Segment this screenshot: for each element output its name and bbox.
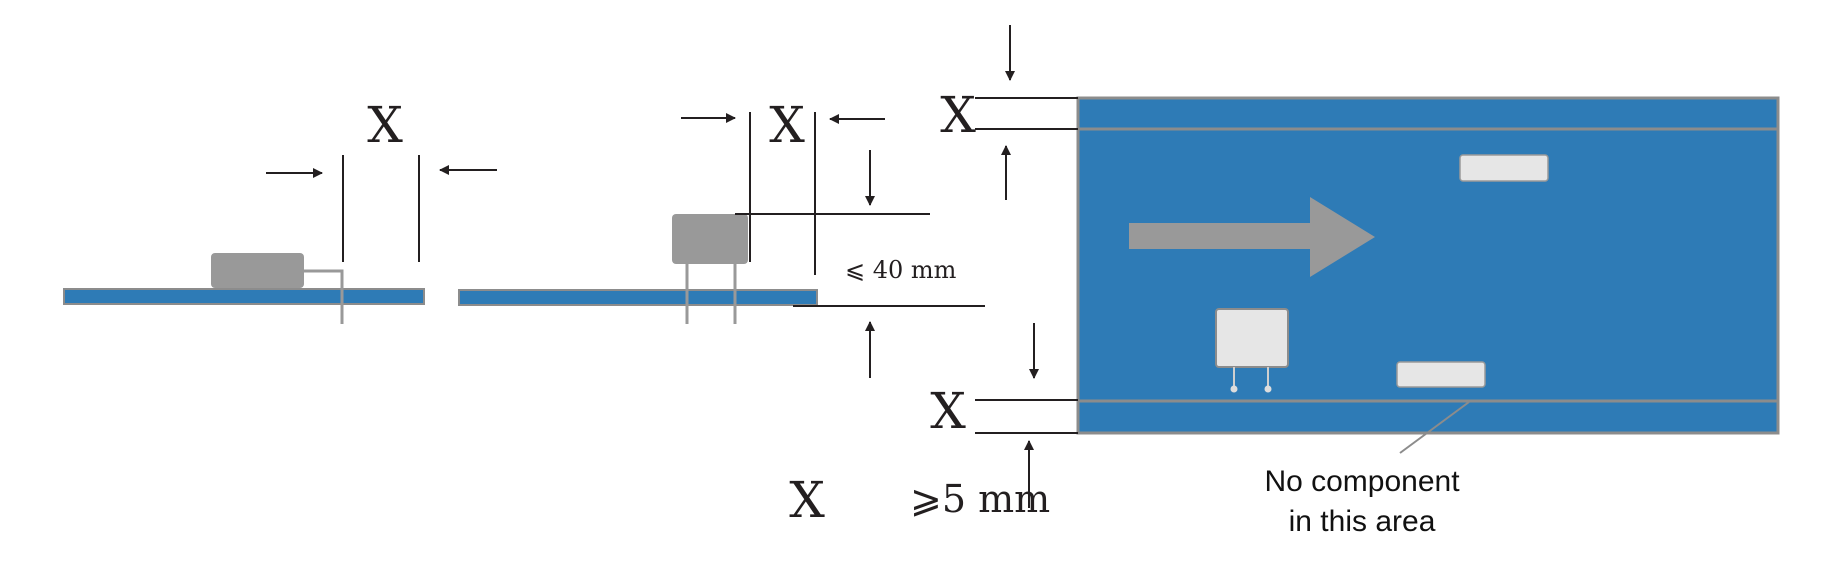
square-component-pad-1 bbox=[1230, 385, 1238, 393]
left-side-view: X bbox=[63, 96, 497, 324]
min-x-value: ⩾5 mm bbox=[910, 477, 1050, 521]
no-component-line-2: in this area bbox=[1289, 505, 1436, 538]
flow-direction-arrow bbox=[1129, 197, 1375, 277]
left-component-lead bbox=[304, 269, 344, 324]
middle-x-label: X bbox=[769, 96, 805, 154]
chip-component-bottom bbox=[1396, 361, 1486, 388]
square-component-pad-2 bbox=[1264, 385, 1272, 393]
middle-pcb-board bbox=[458, 289, 818, 306]
left-x-label: X bbox=[367, 96, 403, 154]
middle-component-body bbox=[672, 214, 748, 264]
board-top-view: No component in this area bbox=[1076, 96, 1780, 538]
left-pcb-board bbox=[63, 288, 425, 305]
max-height-label: ⩽ 40 mm bbox=[845, 256, 957, 284]
top-x-label: X bbox=[940, 86, 976, 144]
middle-side-view: X ⩽ 40 mm bbox=[458, 96, 985, 378]
chip-component-top bbox=[1459, 154, 1549, 182]
callout-leader bbox=[1399, 401, 1470, 454]
bottom-x-label: X bbox=[930, 382, 966, 440]
top-margin-dimension: X bbox=[940, 25, 1078, 200]
min-x-symbol: X bbox=[789, 471, 825, 529]
left-component-body bbox=[211, 253, 304, 288]
bottom-margin-dimension: X bbox=[930, 323, 1078, 508]
no-component-line-1: No component bbox=[1264, 465, 1460, 498]
square-component bbox=[1215, 308, 1289, 368]
